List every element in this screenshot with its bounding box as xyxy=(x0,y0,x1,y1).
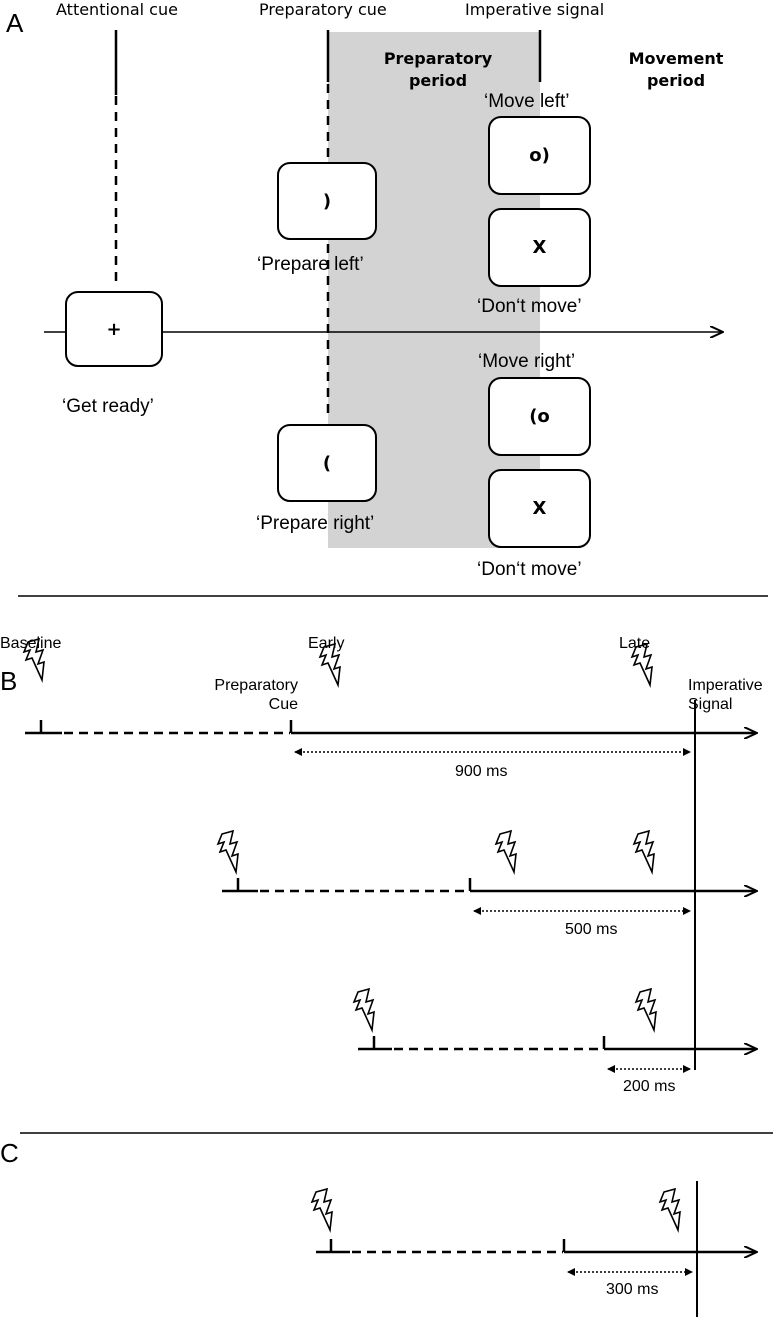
get-ready-label: ‘Get ready’ xyxy=(62,396,154,417)
preparatory-cue-label: Preparatory cue xyxy=(259,0,387,19)
nogo-box-1: X xyxy=(488,208,591,287)
preparatory-period-label: Preparatory period xyxy=(383,49,493,90)
attentional-cue-label: Attentional cue xyxy=(56,0,178,19)
dont-move-label-2: ‘Don‘t move’ xyxy=(477,559,582,580)
nogo-box-2: X xyxy=(488,469,591,548)
interval-200-label: 200 ms xyxy=(623,1078,676,1095)
interval-300-label: 300 ms xyxy=(606,1281,659,1298)
dont-move-label-1: ‘Don‘t move’ xyxy=(477,296,582,317)
imperative-signal-b-label: Imperative Signal xyxy=(688,677,763,714)
preparatory-cue-b-label: Preparatory Cue xyxy=(214,677,298,714)
movement-period-label: Movement period xyxy=(628,49,724,90)
move-right-box: (o xyxy=(488,377,591,456)
move-right-label: ‘Move right’ xyxy=(478,351,576,372)
prepare-right-box: ( xyxy=(277,424,377,502)
imperative-signal-label: Imperative signal xyxy=(465,0,605,19)
prepare-left-label: ‘Prepare left’ xyxy=(257,254,364,275)
panel-c-letter: C xyxy=(0,1138,19,1168)
interval-900-label: 900 ms xyxy=(455,763,508,780)
prepare-left-box: ) xyxy=(277,162,377,240)
late-label: Late xyxy=(619,635,651,652)
prepare-right-label: ‘Prepare right’ xyxy=(256,513,375,534)
move-left-label: ‘Move left’ xyxy=(484,91,570,112)
baseline-label: Baseline xyxy=(0,635,62,652)
fixation-box: + xyxy=(65,291,163,367)
early-label: Early xyxy=(308,635,345,652)
panel-a-letter: A xyxy=(6,8,24,38)
panel-b-letter: B xyxy=(0,666,18,696)
interval-500-label: 500 ms xyxy=(565,921,618,938)
move-left-box: o) xyxy=(488,116,591,195)
